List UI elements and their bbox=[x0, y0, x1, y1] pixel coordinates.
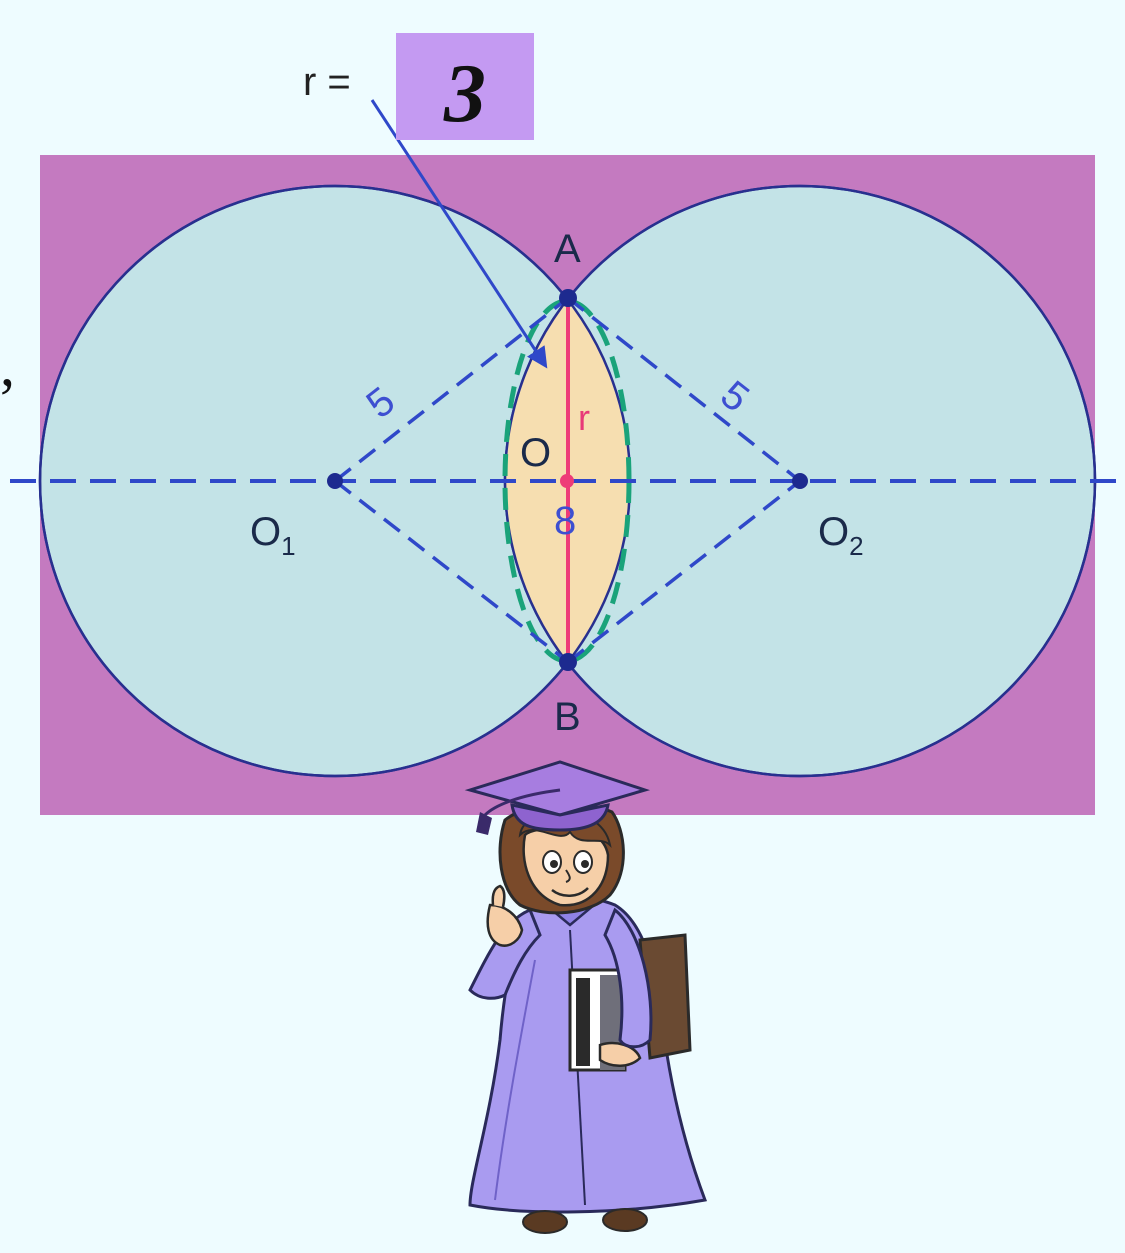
label-radius-mark: r bbox=[578, 397, 590, 438]
point-o bbox=[560, 474, 574, 488]
label-o2-sub: 2 bbox=[849, 531, 863, 561]
pointer-arrow bbox=[370, 99, 548, 369]
label-o1-sub: 1 bbox=[281, 531, 295, 561]
stray-comma: , bbox=[0, 332, 15, 398]
label-o: O bbox=[520, 431, 551, 475]
segment-o1-a bbox=[333, 296, 570, 483]
graduate-student-icon bbox=[464, 760, 708, 1234]
label-b: B bbox=[554, 695, 581, 739]
answer-box bbox=[396, 33, 534, 140]
segment-o1-b bbox=[333, 479, 570, 664]
point-a bbox=[559, 289, 577, 307]
label-o2: O2 bbox=[818, 510, 864, 561]
segment-a-o2 bbox=[566, 296, 802, 483]
point-o2 bbox=[792, 473, 808, 489]
point-o1 bbox=[327, 473, 343, 489]
label-o1: O1 bbox=[250, 510, 296, 561]
point-b bbox=[559, 653, 577, 671]
label-center-distance: 8 bbox=[554, 499, 576, 543]
label-o1-base: O bbox=[250, 510, 281, 554]
label-o2-base: O bbox=[818, 510, 849, 554]
segment-b-o2 bbox=[566, 479, 802, 664]
label-a: A bbox=[554, 227, 581, 271]
radius-label: r = bbox=[303, 60, 351, 104]
radius-answer: 3 bbox=[443, 47, 486, 140]
